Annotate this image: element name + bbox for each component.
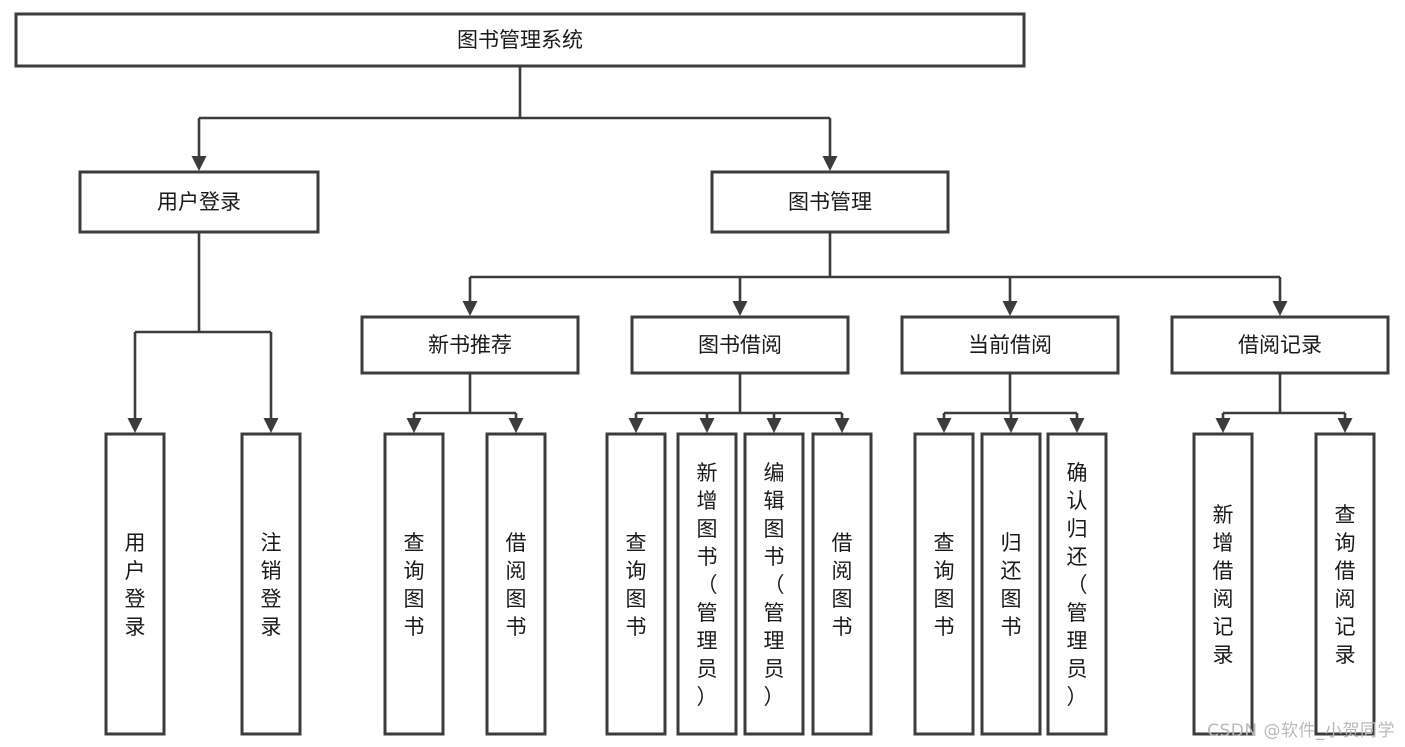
arrow-head-icon <box>1069 418 1085 433</box>
node-leaf-logout[interactable]: 注销登录 <box>240 432 302 736</box>
arrow-head-icon <box>1003 418 1019 433</box>
node-leaf-borrow-book-1[interactable]: 借阅图书 <box>485 432 547 736</box>
node-box <box>676 432 738 736</box>
arrow-head-icon <box>822 156 838 171</box>
node-label: 当前借阅 <box>968 333 1052 357</box>
node-label: 归还图书 <box>1001 531 1022 639</box>
node-leaf-query-book-1[interactable]: 查询图书 <box>383 432 445 736</box>
node-label: 编辑图书（管理员） <box>764 461 785 709</box>
node-borrow-record[interactable]: 借阅记录 <box>1170 315 1390 375</box>
node-leaf-query-book-2[interactable]: 查询图书 <box>605 432 667 736</box>
arrow-head-icon <box>127 418 143 433</box>
node-box <box>1192 432 1254 736</box>
arrow-head-icon <box>766 418 782 433</box>
node-label: 新增图书（管理员） <box>697 461 718 709</box>
node-book-manage[interactable]: 图书管理 <box>710 170 950 234</box>
node-leaf-add-book[interactable]: 新增图书（管理员） <box>676 432 738 736</box>
node-box <box>1314 432 1376 736</box>
node-box <box>913 432 975 736</box>
node-label: 查询图书 <box>404 531 425 639</box>
node-leaf-return-book[interactable]: 归还图书 <box>980 432 1042 736</box>
node-leaf-borrow-book-2[interactable]: 借阅图书 <box>811 432 873 736</box>
connector-layer <box>127 66 1353 433</box>
node-label: 用户登录 <box>157 190 241 214</box>
arrow-head-icon <box>263 418 279 433</box>
node-box <box>900 315 1120 375</box>
node-box <box>360 315 580 375</box>
arrow-head-icon <box>1272 301 1288 316</box>
node-label: 确认归还（管理员） <box>1067 461 1088 709</box>
node-label: 查询借阅记录 <box>1335 503 1356 667</box>
node-label: 查询图书 <box>934 531 955 639</box>
arrow-head-icon <box>462 301 478 316</box>
node-box <box>1046 432 1108 736</box>
node-box <box>485 432 547 736</box>
node-label: 注销登录 <box>261 531 282 639</box>
node-label: 图书管理系统 <box>457 28 583 52</box>
arrow-head-icon <box>936 418 952 433</box>
arrow-head-icon <box>406 418 422 433</box>
node-leaf-edit-book[interactable]: 编辑图书（管理员） <box>743 432 805 736</box>
node-root[interactable]: 图书管理系统 <box>14 12 1026 68</box>
arrow-head-icon <box>628 418 644 433</box>
node-leaf-query-book-3[interactable]: 查询图书 <box>913 432 975 736</box>
node-leaf-query-record[interactable]: 查询借阅记录 <box>1314 432 1376 736</box>
node-box <box>104 432 166 736</box>
node-box <box>1170 315 1390 375</box>
node-user-login[interactable]: 用户登录 <box>78 170 320 234</box>
arrow-head-icon <box>1215 418 1231 433</box>
node-box <box>605 432 667 736</box>
node-box <box>383 432 445 736</box>
node-label: 图书借阅 <box>698 333 782 357</box>
node-box <box>630 315 850 375</box>
node-box <box>14 12 1026 68</box>
node-box <box>240 432 302 736</box>
node-label: 借阅记录 <box>1238 333 1322 357</box>
arrow-head-icon <box>699 418 715 433</box>
node-label: 用户登录 <box>125 531 146 639</box>
node-box <box>980 432 1042 736</box>
node-leaf-confirm-return[interactable]: 确认归还（管理员） <box>1046 432 1108 736</box>
node-leaf-add-record[interactable]: 新增借阅记录 <box>1192 432 1254 736</box>
node-book-borrow[interactable]: 图书借阅 <box>630 315 850 375</box>
node-label: 新增借阅记录 <box>1213 503 1234 667</box>
node-box <box>811 432 873 736</box>
node-label: 新书推荐 <box>428 333 512 357</box>
node-label: 借阅图书 <box>832 531 853 639</box>
arrow-head-icon <box>1002 301 1018 316</box>
node-layer: 图书管理系统用户登录图书管理新书推荐图书借阅当前借阅借阅记录用户登录注销登录查询… <box>14 12 1390 736</box>
node-new-book-rec[interactable]: 新书推荐 <box>360 315 580 375</box>
node-current-borrow[interactable]: 当前借阅 <box>900 315 1120 375</box>
node-label: 查询图书 <box>626 531 647 639</box>
node-label: 图书管理 <box>788 190 872 214</box>
arrow-head-icon <box>834 418 850 433</box>
arrow-head-icon <box>732 301 748 316</box>
arrow-head-icon <box>191 156 207 171</box>
arrow-head-icon <box>508 418 524 433</box>
node-box <box>78 170 320 234</box>
node-leaf-user-login[interactable]: 用户登录 <box>104 432 166 736</box>
node-label: 借阅图书 <box>506 531 527 639</box>
node-box <box>710 170 950 234</box>
node-box <box>743 432 805 736</box>
arrow-head-icon <box>1337 418 1353 433</box>
